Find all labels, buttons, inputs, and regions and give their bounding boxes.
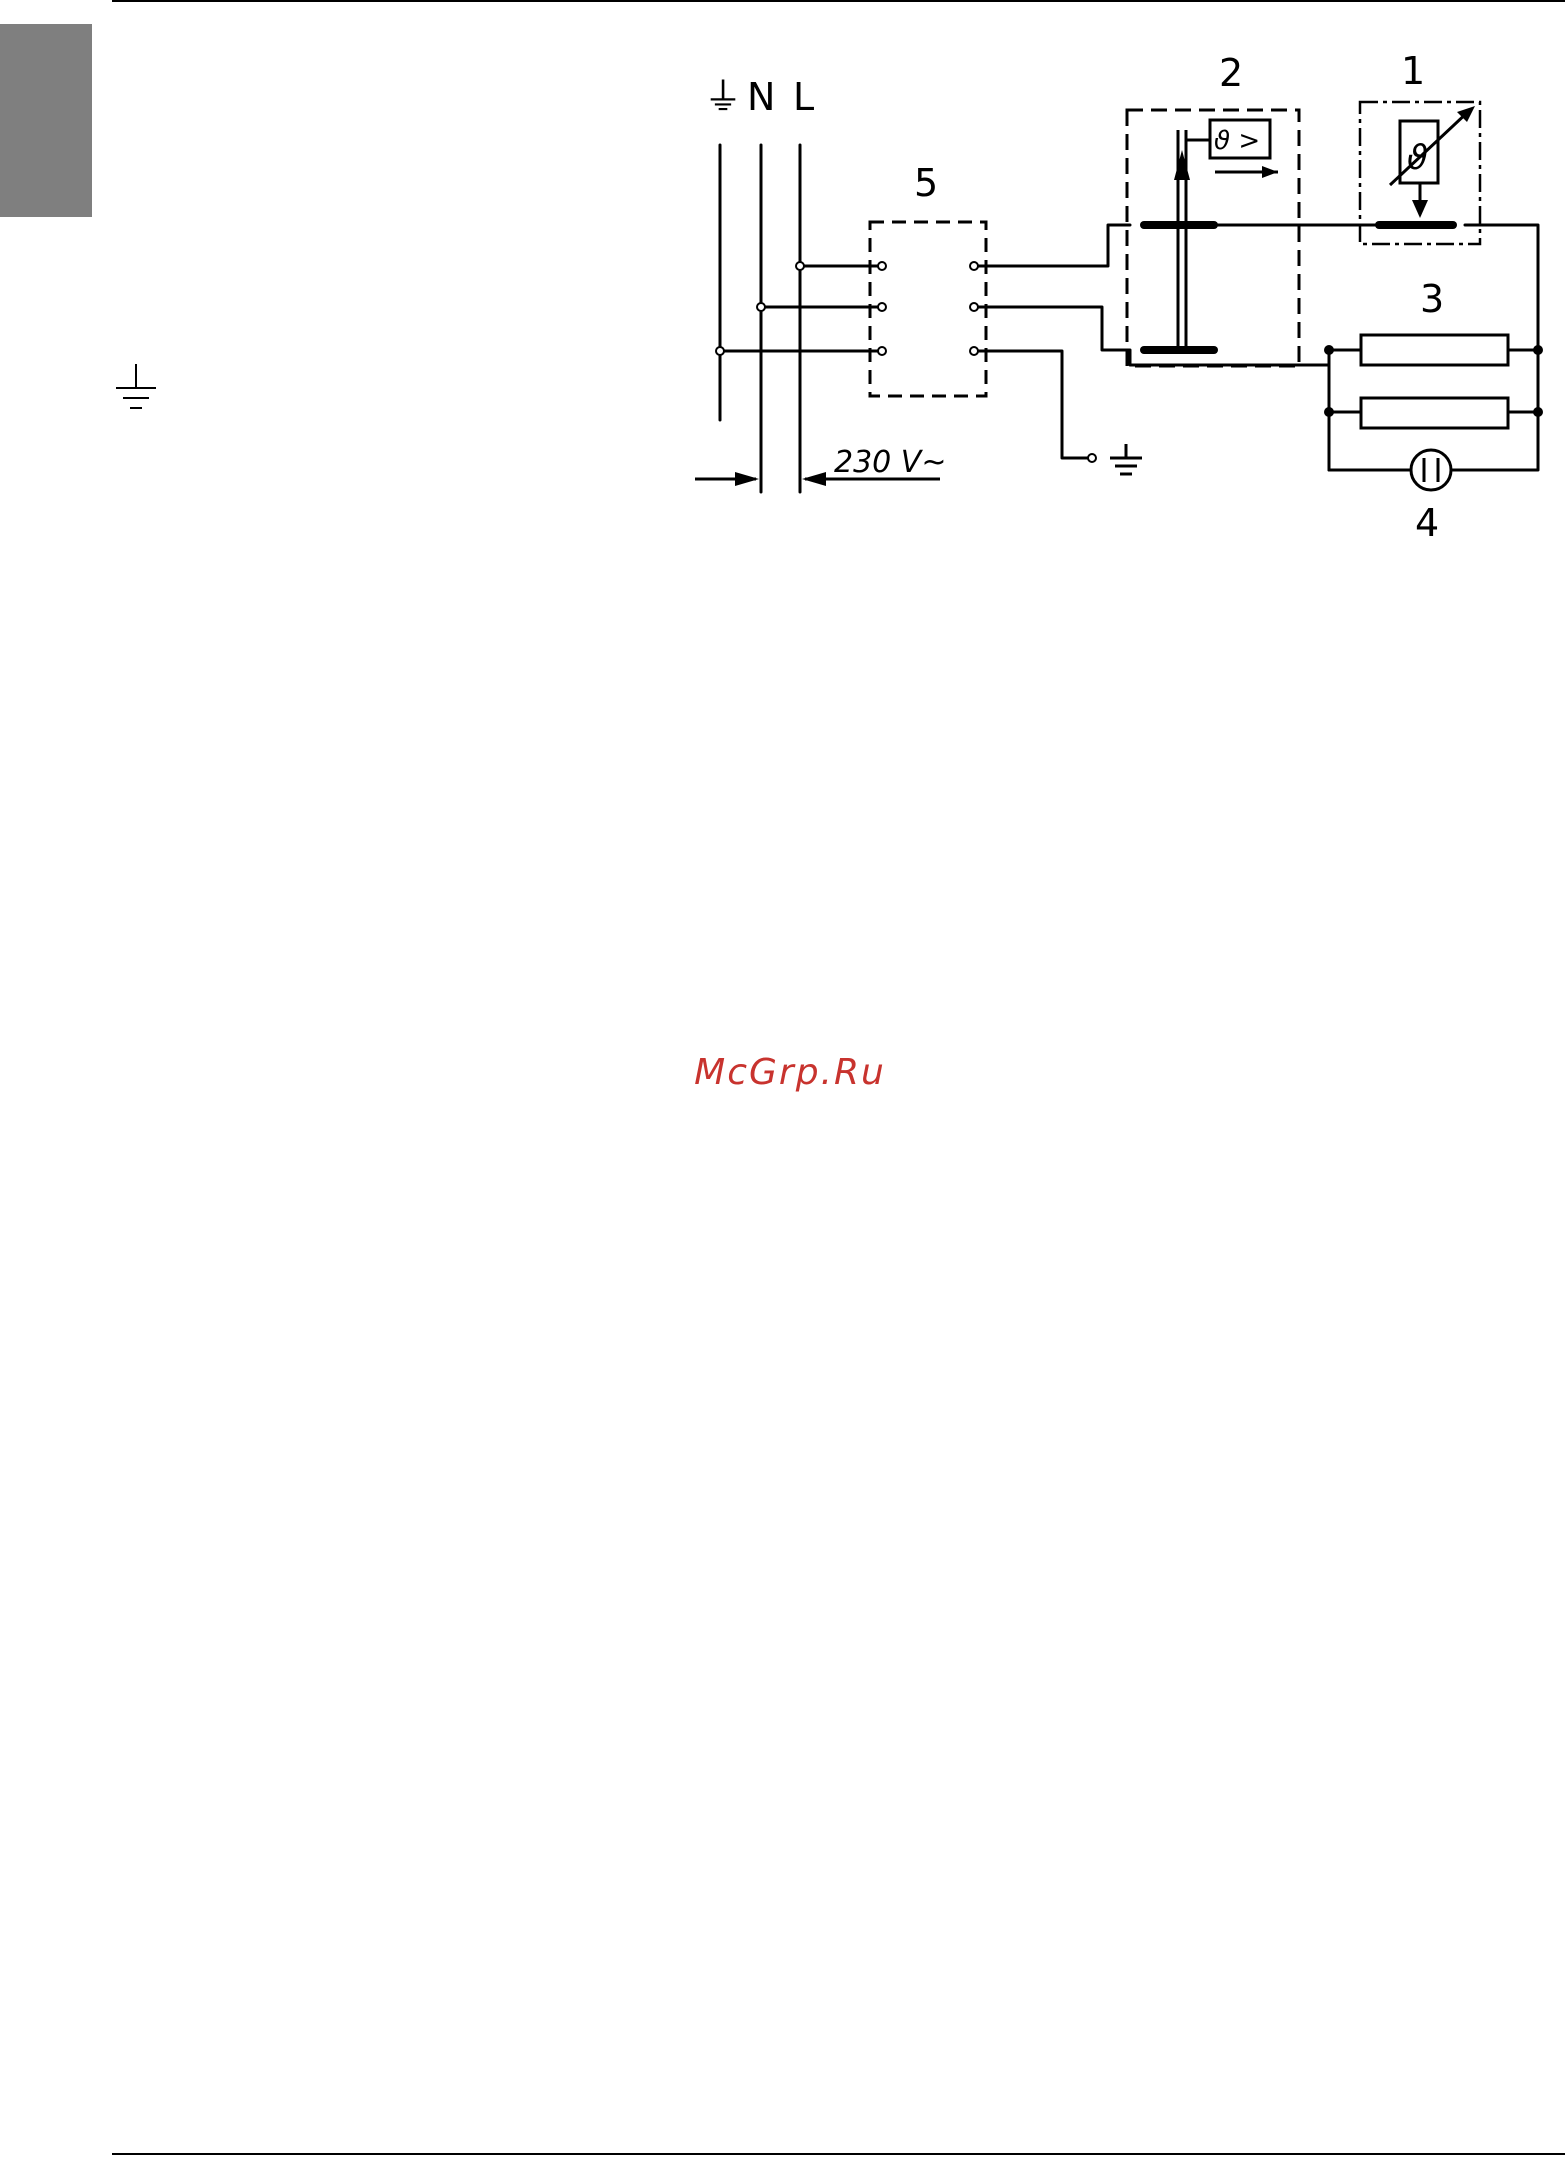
earth-terminal [1088,454,1096,462]
heating-element-lower [1361,398,1508,428]
earth-out [974,351,1092,458]
label-voltage: 230 V~ [834,445,946,480]
label-l: L [793,75,814,119]
label-5: 5 [914,161,938,205]
contact-1 [1375,221,1457,229]
junction-earth [716,347,724,355]
thermostat-symbol: ϑ [1407,138,1428,178]
junction-neutral [757,303,765,311]
label-1: 1 [1401,49,1425,93]
contact-2-lower [1140,346,1218,354]
limiter-2-box [1127,110,1299,366]
limiter-symbol: ϑ > [1214,126,1260,156]
label-earth: ⏚ [704,75,742,119]
switch-5-box [870,222,986,396]
top-rule [112,0,1565,2]
contact-2-upper [1140,221,1218,229]
watermark: McGrp.Ru [520,1052,1060,1093]
bottom-rule [112,2153,1565,2155]
label-n: N [747,75,775,119]
junction-line [796,262,804,270]
wiring-diagram: ⏚ N L 230 V~ 1 2 3 4 5 ϑ ϑ > [690,40,1550,550]
label-4: 4 [1415,501,1439,545]
neutral-out [974,307,1329,365]
label-2: 2 [1219,51,1243,95]
heating-element-upper [1361,335,1508,365]
line-out [974,225,1130,266]
indicator-lamp-4 [1411,450,1451,490]
ground-icon [112,362,160,418]
ground-icon [1110,444,1142,474]
label-3: 3 [1420,277,1444,321]
side-tab [0,24,92,217]
